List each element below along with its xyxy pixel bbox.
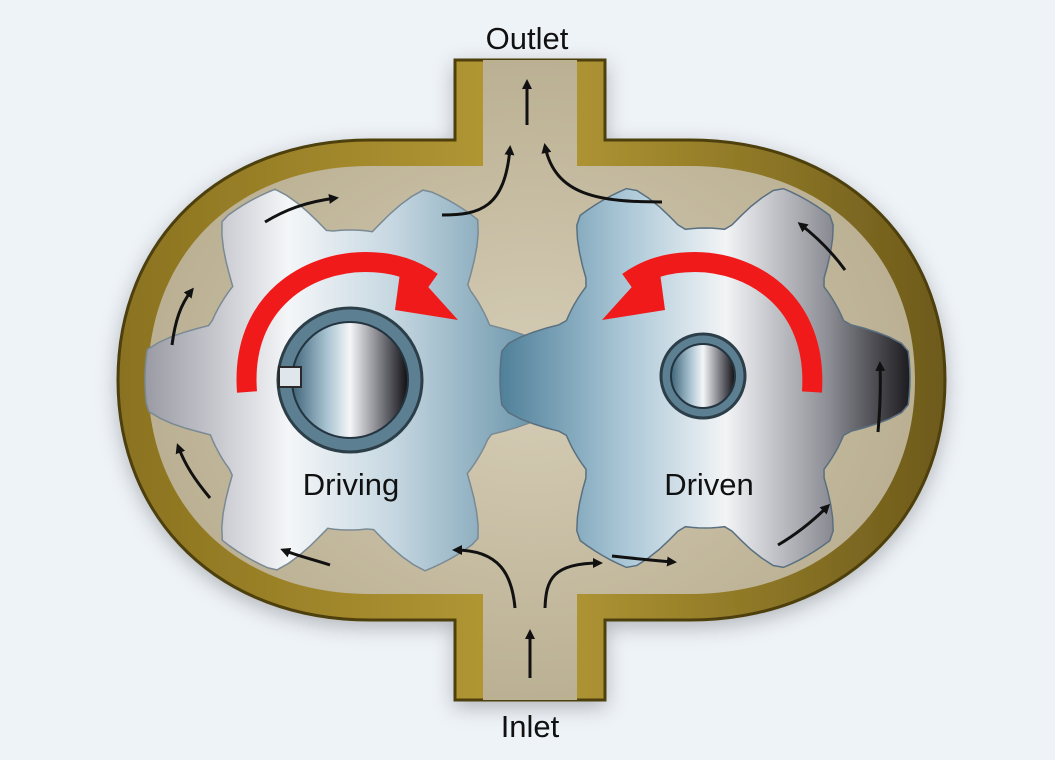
- driven-gear-label: Driven: [664, 467, 754, 502]
- flow-arrow-left-lower: [175, 443, 212, 499]
- flow-arrow-right-lower: [875, 361, 886, 433]
- flow-arrow-left-top: [264, 193, 339, 224]
- flow-arrow-outlet-right: [541, 143, 663, 204]
- flow-arrow-inlet-right: [543, 558, 603, 609]
- flow-arrow-right-bottom: [777, 503, 831, 547]
- driving-rotation-arrowhead: [395, 258, 458, 320]
- flow-arrow-right-upper: [797, 222, 847, 271]
- flow-arrow-left-bottom: [280, 547, 331, 567]
- driven-gear: [499, 187, 911, 569]
- driving-gear: [144, 188, 556, 572]
- flow-arrow-left-upper: [170, 287, 194, 346]
- flow-arrow-bottom-right: [611, 554, 677, 567]
- driving-gear-label: Driving: [303, 467, 399, 502]
- outlet-label: Outlet: [486, 21, 569, 56]
- rotation-arrows: [236, 251, 823, 393]
- flow-arrows: [170, 79, 886, 678]
- driven-rotation-arrowhead: [602, 258, 665, 320]
- inlet-label: Inlet: [501, 709, 560, 744]
- driven-shaft: [670, 343, 736, 409]
- driving-shaft-key: [278, 366, 302, 388]
- flow-arrow-inlet-left: [452, 545, 517, 609]
- flow-arrow-outlet-left: [441, 145, 515, 217]
- driving-shaft: [291, 321, 409, 439]
